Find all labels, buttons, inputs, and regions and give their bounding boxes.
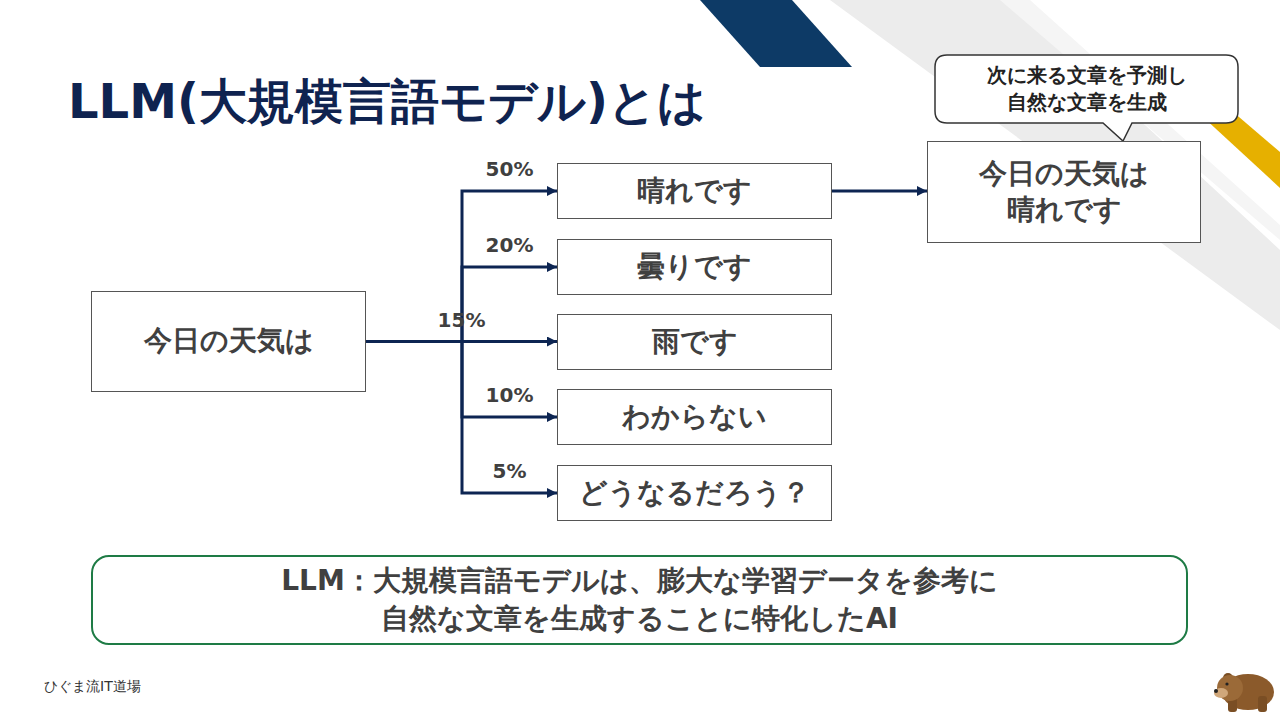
- slide-title: LLM(大規模言語モデル)とは: [68, 70, 706, 134]
- flow-arrow: [366, 191, 557, 342]
- bear-snout: [1214, 688, 1228, 698]
- flow-arrow: [366, 342, 557, 494]
- node-text: 次に来る文章を予測し 自然な文章を生成: [935, 62, 1238, 116]
- summary-box: LLM：大規模言語モデルは、膨大な学習データを参考に 自然な文章を生成することに…: [91, 555, 1188, 645]
- navy-stripe: [700, 0, 852, 67]
- node-text: LLM：大規模言語モデルは、膨大な学習データを参考に 自然な文章を生成することに…: [93, 562, 1186, 638]
- node-text: どうなるだろう？: [571, 475, 818, 511]
- probability-label: 5%: [470, 459, 550, 483]
- footer-label: ひぐま流IT道場: [44, 678, 141, 696]
- probability-label: 15%: [422, 308, 502, 332]
- candidate-box: 雨です: [557, 314, 832, 370]
- input-box: 今日の天気は: [91, 291, 366, 392]
- probability-label: 50%: [470, 157, 550, 181]
- node-text: 雨です: [644, 324, 746, 360]
- output-box: 今日の天気は 晴れです: [927, 141, 1201, 243]
- callout-bubble: 次に来る文章を予測し 自然な文章を生成: [935, 55, 1238, 123]
- node-text: 晴れです: [629, 173, 760, 209]
- probability-label: 10%: [470, 383, 550, 407]
- node-text: 今日の天気は: [136, 323, 322, 359]
- flow-arrow: [832, 190, 927, 193]
- node-text: わからない: [614, 399, 775, 435]
- bear-leg: [1258, 696, 1267, 712]
- node-text: 曇りです: [629, 249, 760, 285]
- candidate-box: 晴れです: [557, 163, 832, 219]
- flow-arrow: [366, 340, 557, 343]
- flow-arrow: [366, 342, 557, 418]
- flow-arrow: [366, 267, 557, 342]
- candidate-box: 曇りです: [557, 239, 832, 295]
- gray-stripe: [830, 0, 1280, 330]
- bear-eye: [1225, 682, 1228, 685]
- node-text: 今日の天気は 晴れです: [928, 156, 1200, 229]
- bear-nose: [1214, 689, 1218, 693]
- probability-label: 20%: [470, 233, 550, 257]
- candidate-box: わからない: [557, 389, 832, 445]
- bear-illustration: [1214, 673, 1274, 712]
- candidate-box: どうなるだろう？: [557, 465, 832, 521]
- bubble-path: [935, 55, 1238, 141]
